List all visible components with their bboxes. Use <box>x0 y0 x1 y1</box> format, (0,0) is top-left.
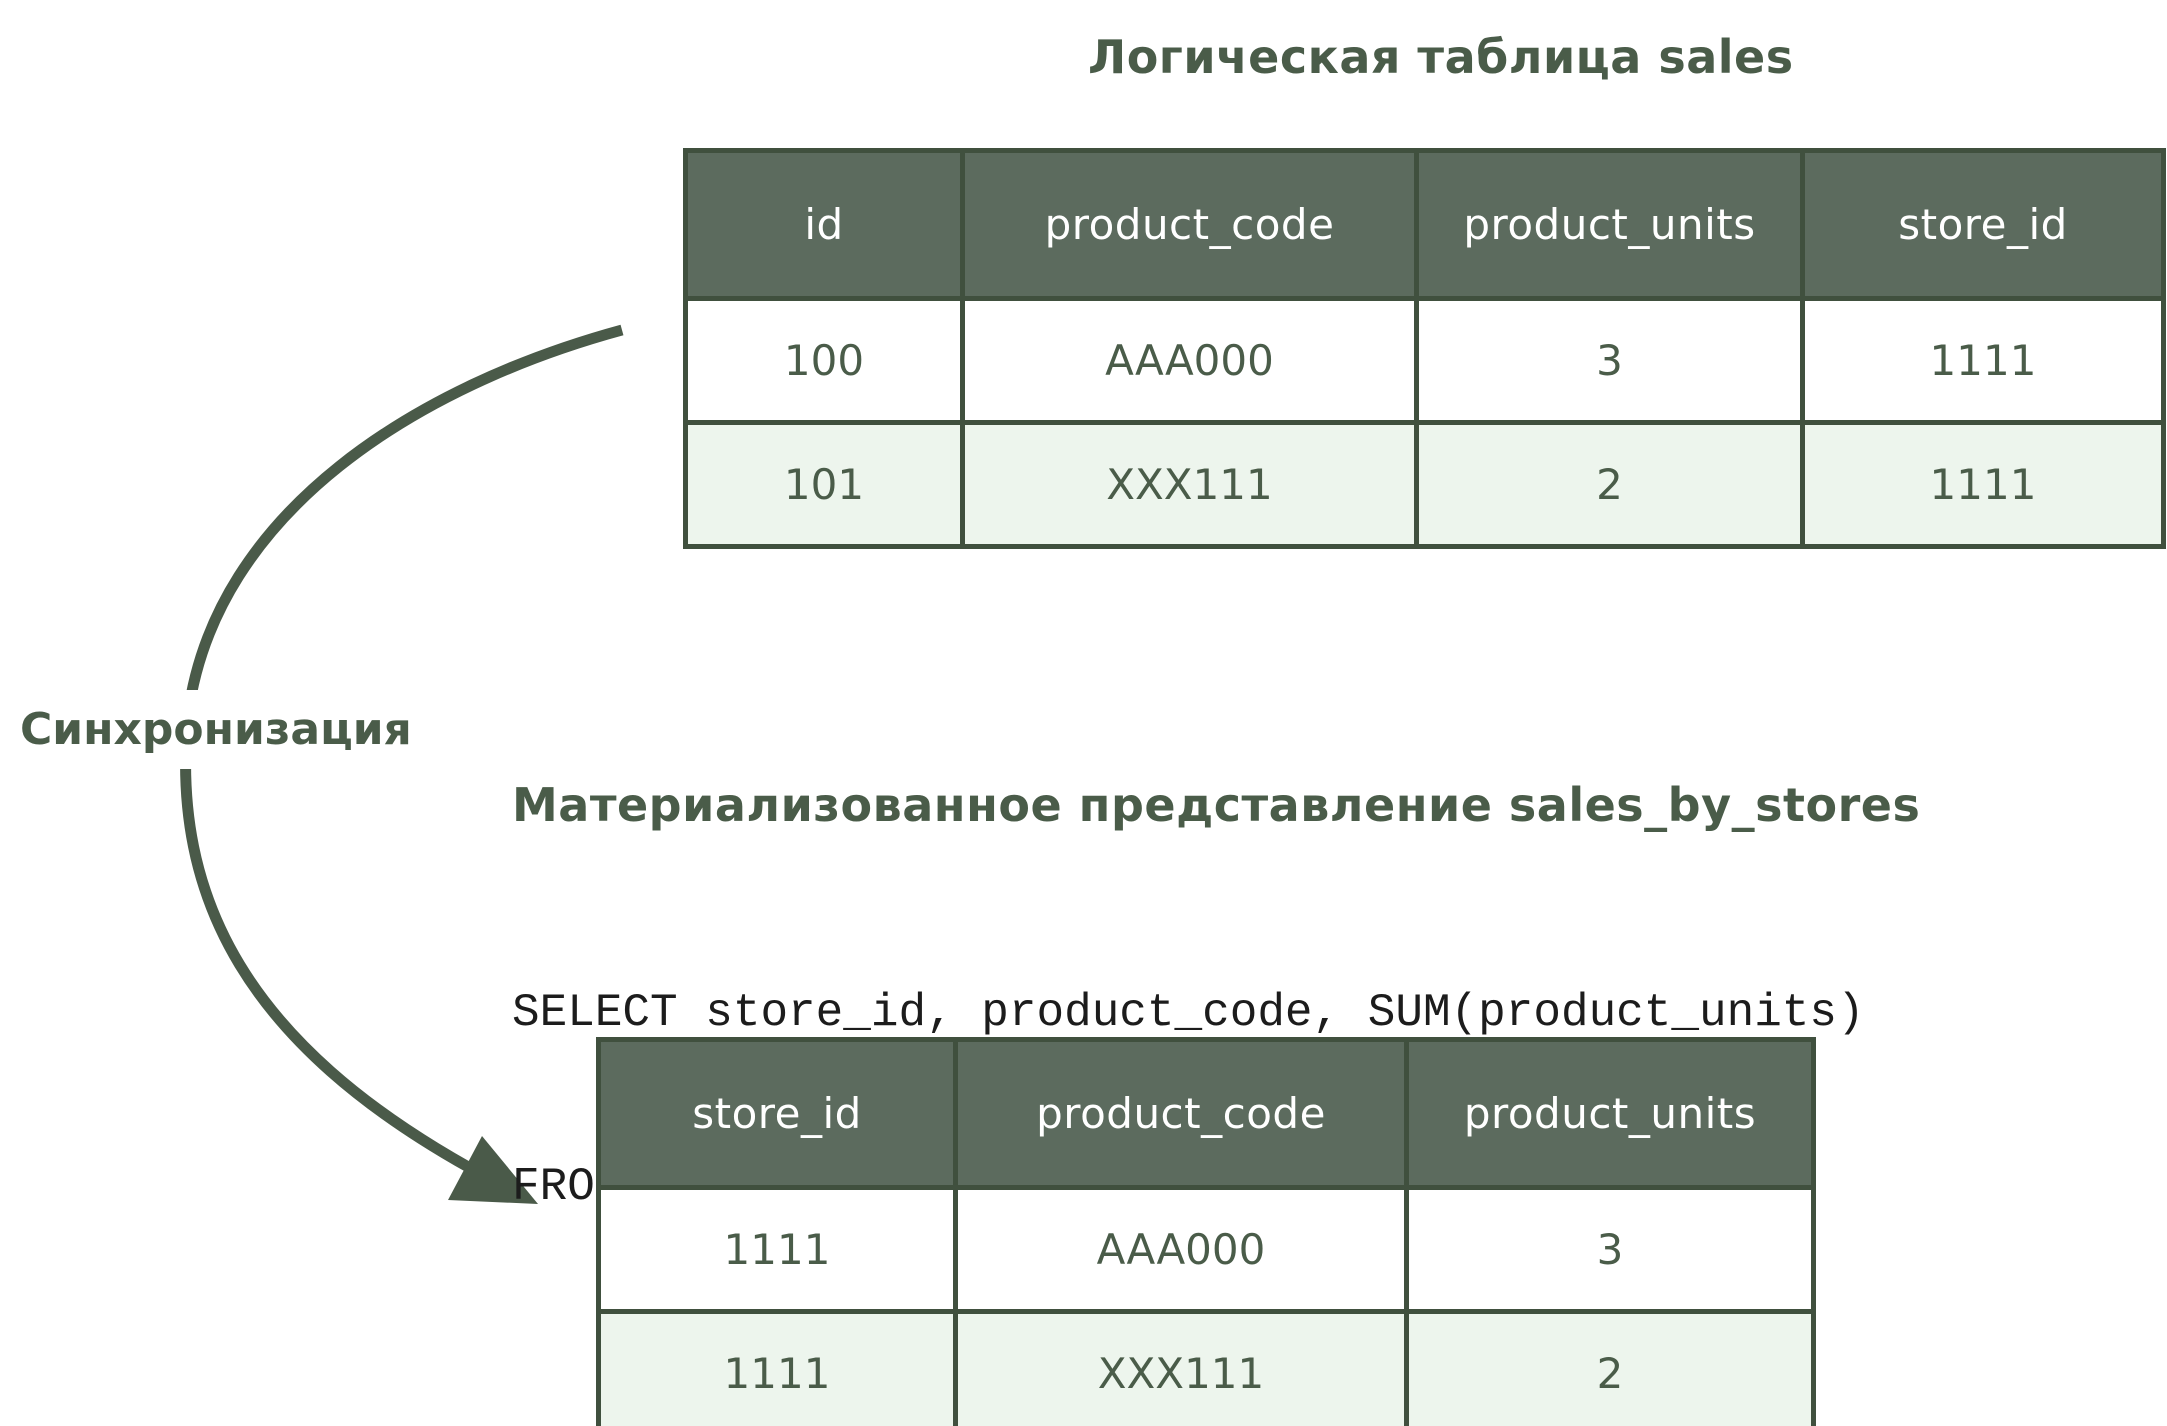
cell-product-units: 3 <box>1414 296 1805 425</box>
cell-product-units: 3 <box>1404 1185 1816 1314</box>
cell-product-code: AAA000 <box>960 296 1419 425</box>
column-header-product-code: product_code <box>953 1037 1409 1190</box>
materialized-view-table: store_id product_code product_units 1111… <box>596 1037 1816 1426</box>
table-row: 1111 AAA000 3 <box>596 1185 1816 1314</box>
column-header-store-id: store_id <box>1800 148 2166 301</box>
cell-product-code: XXX111 <box>953 1309 1409 1426</box>
column-header-id: id <box>683 148 965 301</box>
logical-table-header-row: id product_code product_units store_id <box>683 148 2166 301</box>
cell-id: 101 <box>683 420 965 549</box>
logical-table: id product_code product_units store_id 1… <box>683 148 2166 549</box>
sync-label: Синхронизация <box>4 690 428 769</box>
column-header-store-id: store_id <box>596 1037 958 1190</box>
cell-id: 100 <box>683 296 965 425</box>
table-row: 1111 XXX111 2 <box>596 1309 1816 1426</box>
cell-store-id: 1111 <box>1800 296 2166 425</box>
cell-product-code: XXX111 <box>960 420 1419 549</box>
matview-table-header-row: store_id product_code product_units <box>596 1037 1816 1190</box>
column-header-product-units: product_units <box>1404 1037 1816 1190</box>
cell-store-id: 1111 <box>596 1185 958 1314</box>
column-header-product-units: product_units <box>1414 148 1805 301</box>
logical-table-title: Логическая таблица sales <box>1088 30 1794 84</box>
cell-product-units: 2 <box>1414 420 1805 549</box>
column-header-product-code: product_code <box>960 148 1419 301</box>
cell-store-id: 1111 <box>596 1309 958 1426</box>
table-row: 101 XXX111 2 1111 <box>683 420 2166 549</box>
cell-store-id: 1111 <box>1800 420 2166 549</box>
sql-line-select: SELECT store_id, product_code, SUM(produ… <box>512 987 1865 1039</box>
table-row: 100 AAA000 3 1111 <box>683 296 2166 425</box>
sync-arrow-head <box>448 1136 538 1204</box>
materialized-view-title: Материализованное представление sales_by… <box>512 778 1921 832</box>
cell-product-units: 2 <box>1404 1309 1816 1426</box>
cell-product-code: AAA000 <box>953 1185 1409 1314</box>
